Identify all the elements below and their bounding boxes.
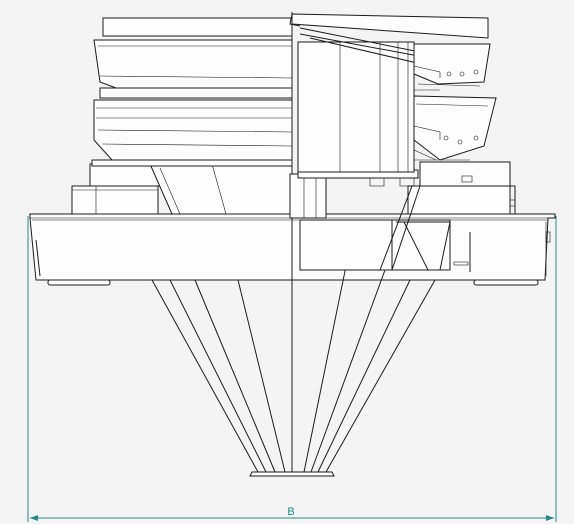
upper-trays-right [289,13,497,173]
dimension-b [27,216,557,522]
upper-trays-left [91,17,293,167]
dimension-b-label: B [287,506,295,518]
drive-housing [299,219,471,272]
support-frame [71,161,511,271]
